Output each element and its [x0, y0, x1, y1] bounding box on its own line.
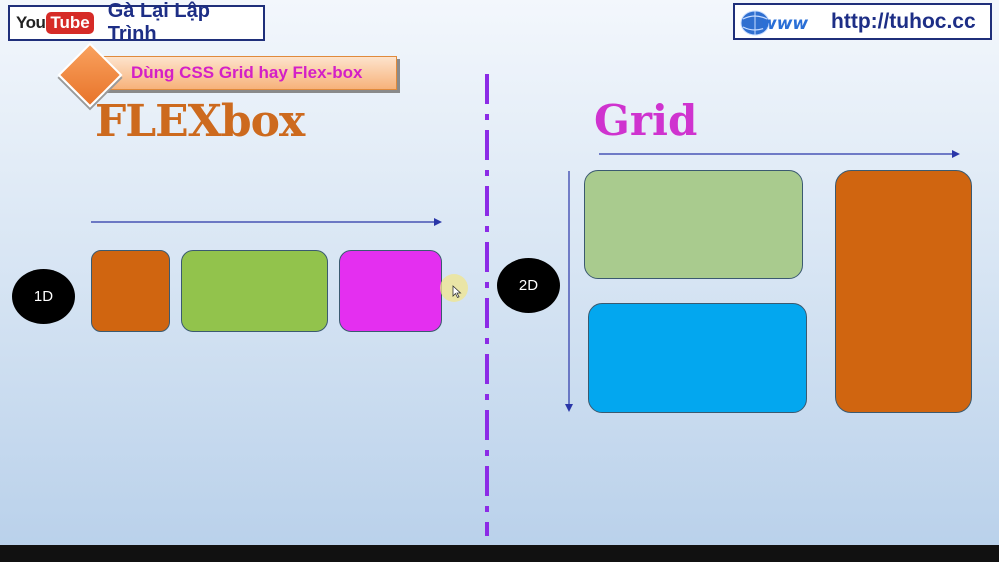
- youtube-logo: You Tube: [16, 12, 94, 34]
- center-divider: [485, 74, 489, 536]
- youtube-logo-you: You: [16, 13, 46, 32]
- banner-text: Dùng CSS Grid hay Flex-box: [131, 63, 363, 82]
- badge-2d: 2D: [497, 258, 560, 313]
- flex-item-1: [91, 250, 170, 332]
- grid-item-1: [584, 170, 803, 279]
- channel-name: Gà Lại Lập Trình: [107, 0, 210, 45]
- flex-main-axis-arrow: [91, 218, 442, 226]
- mouse-cursor-icon: [452, 285, 462, 299]
- site-url: http://tuhoc.cc: [831, 9, 976, 33]
- svg-text:www: www: [761, 14, 808, 34]
- grid-item-2: [588, 303, 807, 413]
- grid-column-axis-arrow: [565, 171, 573, 412]
- flex-item-2: [181, 250, 328, 332]
- flex-item-3: [339, 250, 442, 332]
- grid-row-axis-arrow: [599, 150, 960, 158]
- site-box: www http://tuhoc.cc: [733, 3, 992, 40]
- bottom-bar: [0, 545, 999, 562]
- grid-title: Grid: [594, 96, 698, 145]
- youtube-channel-box: You Tube Gà Lại Lập Trình: [8, 0, 265, 45]
- flexbox-title: FLEXbox: [95, 96, 305, 147]
- www-globe-icon: www: [739, 7, 825, 37]
- title-banner: Dùng CSS Grid hay Flex-box: [94, 56, 397, 90]
- youtube-logo-tube: Tube: [46, 12, 94, 34]
- grid-item-3: [835, 170, 972, 413]
- badge-1d: 1D: [12, 269, 75, 324]
